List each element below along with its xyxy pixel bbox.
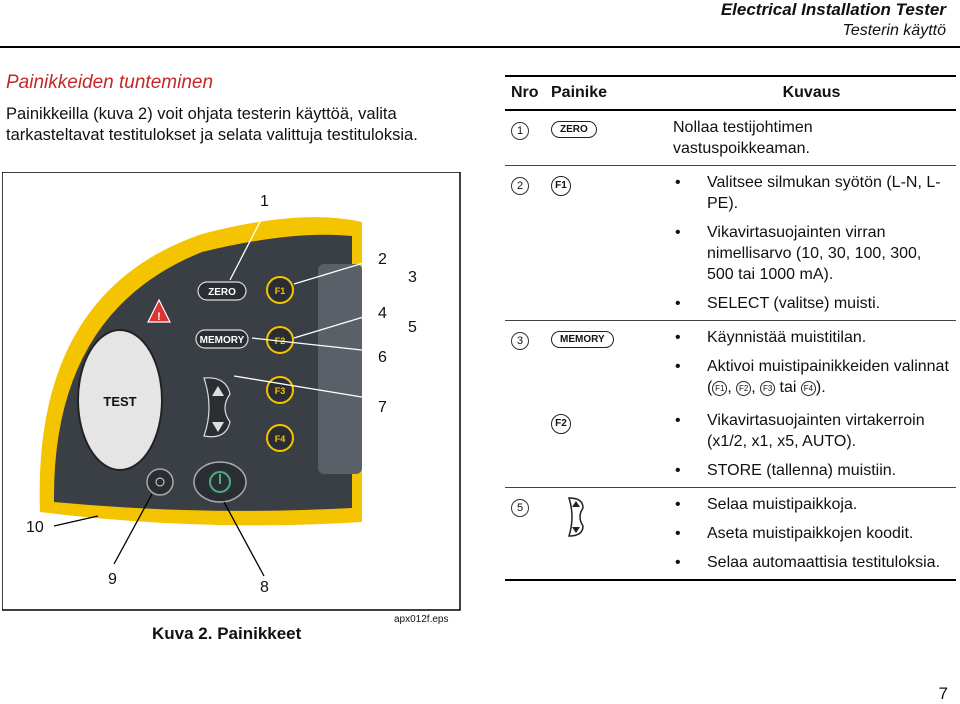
f3-button	[266, 376, 294, 404]
f1-button	[266, 276, 294, 304]
row-bullet: Vikavirtasuojainten virran nimellisarvo …	[675, 222, 950, 285]
button-table: Nro Painike Kuvaus 1 ZERO Nollaa testijo…	[505, 75, 956, 581]
header-rule	[0, 46, 960, 48]
row-bullet: Selaa muistipaikkoja.	[675, 494, 950, 515]
f4-mini-icon: F4	[800, 381, 816, 396]
row-number: 3	[511, 332, 529, 350]
row-number: 1	[511, 122, 529, 140]
table-header-row: Nro Painike Kuvaus	[505, 75, 956, 111]
row-desc: Nollaa testijohtimen vastuspoikkeaman.	[673, 119, 813, 157]
row-bullet: Valitsee silmukan syötön (L-N, L-PE).	[675, 172, 950, 214]
callout-4: 4	[378, 305, 387, 322]
callout-9: 9	[108, 571, 117, 588]
memory-key-icon: MEMORY	[551, 331, 614, 348]
table-row: 5 Selaa muistipaikkoja. Aseta muistipaik…	[505, 487, 956, 581]
figure-file-id: apx012f.eps	[394, 614, 449, 625]
callout-6: 6	[378, 349, 387, 366]
callout-10: 10	[26, 519, 44, 536]
zero-key-icon: ZERO	[551, 121, 597, 138]
row-number: 5	[511, 499, 529, 517]
test-button	[77, 329, 163, 471]
row-number: 2	[511, 177, 529, 195]
f1-key-icon: F1	[551, 176, 571, 196]
header-title: Electrical Installation Tester	[720, 0, 946, 19]
svg-text:F1: F1	[275, 286, 286, 296]
memory-button	[195, 329, 249, 349]
backlight-button	[146, 468, 174, 496]
header-desc: Kuvaus	[667, 75, 956, 111]
callout-7: 7	[378, 399, 387, 416]
table-row: 2 F1 Valitsee silmukan syötön (L-N, L-PE…	[505, 165, 956, 321]
f2-mini-icon: F2	[736, 381, 752, 396]
svg-text:F3: F3	[275, 386, 286, 396]
row-bullet: Aseta muistipaikkojen koodit.	[675, 523, 950, 544]
page-number: 7	[938, 684, 948, 703]
row-bullet: Käynnistää muistitilan.	[675, 327, 950, 348]
svg-text:MEMORY: MEMORY	[200, 335, 245, 346]
callout-8: 8	[260, 579, 269, 596]
warning-icon	[147, 298, 171, 323]
display-area	[318, 264, 362, 474]
callout-5: 5	[408, 319, 417, 336]
callout-1: 1	[260, 193, 269, 210]
row-bullet: Selaa automaattisia testituloksia.	[675, 552, 950, 573]
header-subtitle: Testerin käyttö	[842, 22, 946, 39]
table-row: 3 MEMORY Käynnistää muistitilan. Aktivoi…	[505, 321, 956, 405]
f1-mini-icon: F1	[712, 381, 728, 396]
callout-2: 2	[378, 251, 387, 268]
row-bullet: SELECT (valitse) muisti.	[675, 293, 950, 314]
test-label: TEST	[103, 394, 136, 409]
f3-mini-icon: F3	[760, 381, 776, 396]
svg-text:F4: F4	[275, 434, 286, 444]
header-no: Nro	[505, 75, 545, 111]
intro-paragraph: Painikkeilla (kuva 2) voit ohjata tester…	[6, 105, 418, 144]
table-row: F2 Vikavirtasuojainten virtakerroin (x1/…	[505, 404, 956, 488]
row-bullet: Aktivoi muistipainikkeiden valinnat (F1,…	[675, 356, 950, 398]
scroll-button	[203, 377, 231, 438]
scroll-key-icon	[567, 497, 584, 537]
section-title: Painikkeiden tunteminen	[6, 72, 214, 93]
callout-3: 3	[408, 269, 417, 286]
svg-text:!: !	[157, 311, 161, 323]
row-bullet: STORE (tallenna) muistiin.	[675, 460, 950, 481]
figure-caption: Kuva 2. Painikkeet	[152, 624, 302, 643]
f4-button	[266, 424, 294, 452]
table-row: 1 ZERO Nollaa testijohtimen vastuspoikke…	[505, 110, 956, 166]
svg-text:ZERO: ZERO	[208, 287, 236, 298]
zero-button	[197, 281, 247, 301]
callout-lines	[229, 213, 401, 401]
row-bullet: Vikavirtasuojainten virtakerroin (x1/2, …	[675, 410, 950, 452]
tester-figure: TEST ! ZERO MEMORY F1 F2 F3 F4 1 2 3 4	[2, 172, 461, 611]
header-button: Painike	[545, 75, 667, 111]
f2-key-icon: F2	[551, 414, 571, 434]
